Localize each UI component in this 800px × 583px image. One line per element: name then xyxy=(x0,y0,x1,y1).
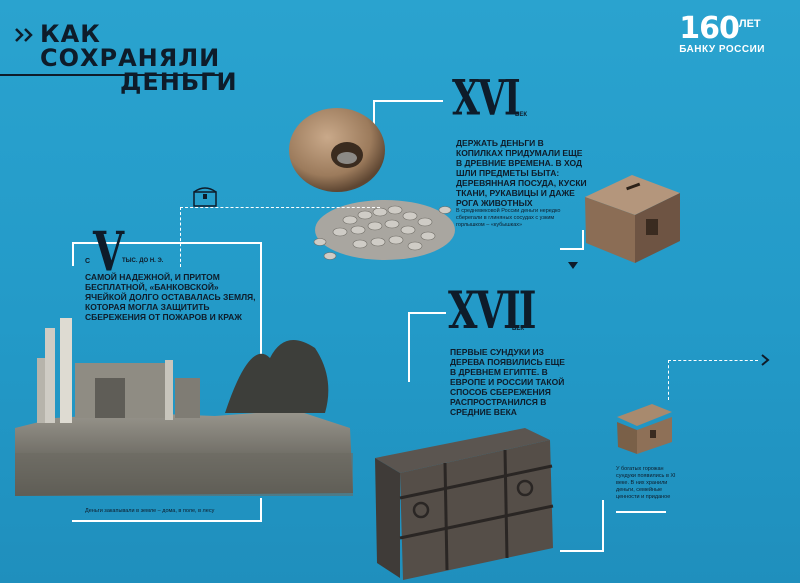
v-caption-frame xyxy=(72,520,260,522)
logo-number: 160 xyxy=(679,11,740,46)
title-line-2: СОХРАНЯЛИ xyxy=(40,44,221,72)
xvii-frame-bottom xyxy=(560,550,602,552)
xvi-frame-bottom xyxy=(560,248,582,250)
wooden-money-box-image xyxy=(585,175,680,263)
xvi-frame-left xyxy=(373,100,375,142)
xvi-text: ДЕРЖАТЬ ДЕНЬГИ В КОПИЛКАХ ПРИДУМАЛИ ЕЩЕ … xyxy=(456,138,587,208)
xvii-connector-vertical xyxy=(668,360,669,400)
logo-caption: БАНКУ РОССИИ xyxy=(679,44,765,55)
xvi-note: В средневековой России деньги нередко сб… xyxy=(456,208,561,228)
v-caption: Деньги закапывали в земле – дома, в поле… xyxy=(85,508,215,514)
bank-anniversary-logo: 160ЛЕТ БАНКУ РОССИИ xyxy=(679,11,765,56)
clay-pot-image xyxy=(289,108,385,192)
v-suffix: ТЫС. ДО Н. Э. xyxy=(122,258,164,264)
xvi-frame-right xyxy=(582,230,584,250)
chevron-arrows-icon xyxy=(15,28,33,42)
xvi-frame-top xyxy=(373,100,443,102)
v-caption-frame-right xyxy=(260,498,262,522)
v-prefix: С xyxy=(85,258,91,265)
xvii-text: ПЕРВЫЕ СУНДУКИ ИЗ ДЕРЕВА ПОЯВИЛИСЬ ЕЩЕ В… xyxy=(450,347,565,417)
chest-icon xyxy=(193,187,217,207)
xvii-era: XVII xyxy=(448,279,537,341)
coins-pile-image xyxy=(313,200,455,260)
v-era: V xyxy=(93,220,124,285)
xvii-frame-left xyxy=(408,312,410,382)
page-title: КАК СОХРАНЯЛИ ДЕНЬГИ xyxy=(40,22,238,94)
title-underline xyxy=(0,74,222,76)
connector-top-dotted xyxy=(180,207,380,208)
v-text: САМОЙ НАДЕЖНОЙ, И ПРИТОМ БЕСПЛАТНОЙ, «БА… xyxy=(85,272,256,322)
xvi-suffix: ВЕК xyxy=(515,112,527,118)
v-frame-top xyxy=(72,242,260,244)
xvi-era: XVI xyxy=(452,69,521,127)
xvii-note: У богатых горожан сундуки появились в XI… xyxy=(616,466,676,500)
xvii-connector-dotted xyxy=(668,360,758,361)
xvii-suffix: ВЕК xyxy=(512,326,524,332)
xvii-chevron-icon xyxy=(761,354,770,366)
small-chest-image xyxy=(617,404,672,454)
xvii-frame-right xyxy=(602,500,604,552)
title-line-1: КАК xyxy=(40,20,101,48)
xvii-note-underline xyxy=(616,511,666,513)
xvi-arrow-icon xyxy=(568,262,578,269)
ancient-ruins-image xyxy=(15,318,353,496)
connector-left-dotted xyxy=(180,207,181,267)
logo-suffix: ЛЕТ xyxy=(738,18,761,30)
iron-chest-image xyxy=(375,428,554,580)
v-frame-left xyxy=(72,242,74,266)
xvii-frame-top xyxy=(408,312,446,314)
v-frame-right xyxy=(260,242,262,360)
